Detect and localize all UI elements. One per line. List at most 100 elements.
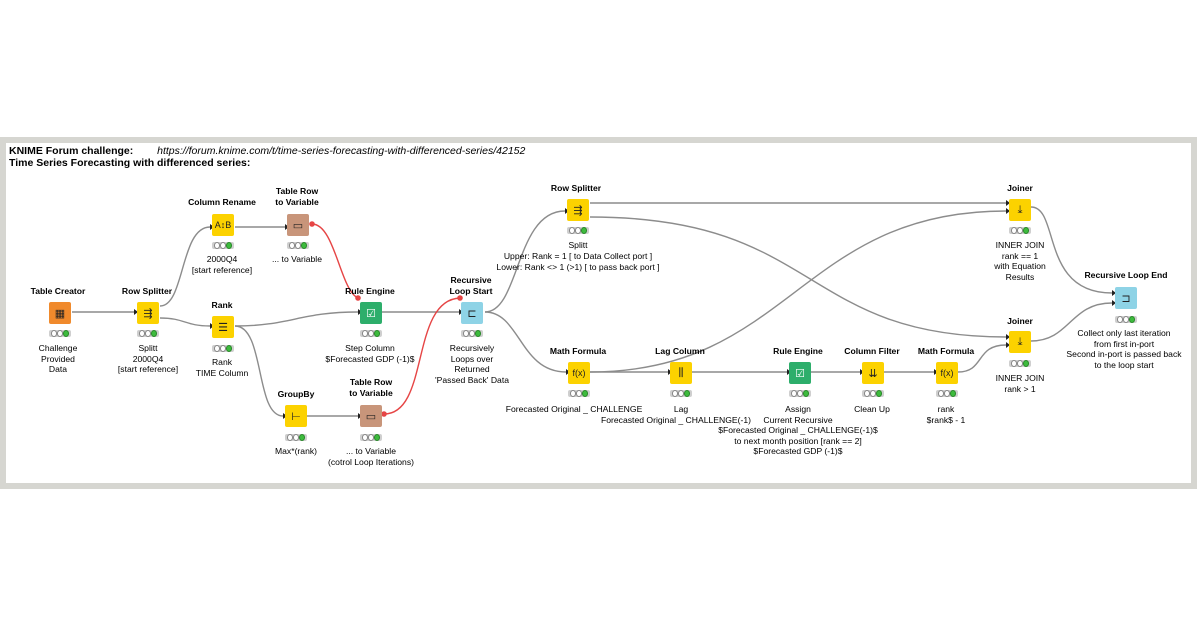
forum-url-link[interactable]: https://forum.knime.com/t/time-series-fo…: [157, 145, 526, 157]
wire-joiner1-loopend: [1030, 206, 1113, 294]
split-rows-icon: ⇶: [573, 204, 583, 217]
workflow-subtitle: Time Series Forecasting with differenced…: [9, 157, 251, 169]
node-status: [1009, 227, 1031, 234]
node-status: [360, 434, 382, 441]
node-status: [670, 390, 692, 397]
node-status: [212, 345, 234, 352]
node-title-row-splitter-2: Row Splitter: [550, 183, 602, 193]
row-to-variable-icon: ▭: [365, 410, 377, 423]
column-rename-node[interactable]: A↕B: [212, 214, 234, 236]
node-title-math-formula-2: Math Formula: [917, 346, 975, 356]
joiner-icon: ⤓: [1017, 203, 1023, 216]
math-formula-node-1[interactable]: f(x): [568, 362, 590, 384]
loop-end-icon: ⊐: [1121, 292, 1131, 305]
wire-rowsplitter-columnrename: [159, 226, 211, 307]
lag-column-icon: ⫼: [678, 366, 684, 379]
node-label-row-splitter-2: Splitt: [568, 240, 588, 250]
node-label-column-filter: Clean Up: [854, 404, 890, 414]
node-label-column-rename: 2000Q4[start reference]: [191, 254, 253, 275]
node-label-lag-column: Lag: [673, 404, 689, 414]
node-label-table-row-to-variable-2: ... to Variable(cotrol Loop Iterations): [328, 446, 414, 467]
node-title-rule-engine-2: Rule Engine: [773, 346, 823, 356]
recursive-loop-end-node[interactable]: ⊐: [1115, 287, 1137, 309]
rule-engine-node-2[interactable]: ☑: [789, 362, 811, 384]
row-to-variable-icon: ▭: [292, 219, 304, 232]
math-formula-icon: f(x): [572, 368, 586, 378]
column-filter-node[interactable]: ⇊: [862, 362, 884, 384]
rank-list-icon: ☰: [218, 321, 228, 334]
groupby-node[interactable]: ⊢: [285, 405, 307, 427]
rename-icon: A↕B: [214, 220, 232, 230]
row-splitter-node-2[interactable]: ⇶: [567, 199, 589, 221]
node-status: [568, 390, 590, 397]
node-title-rank: Rank: [211, 300, 233, 310]
table-row-to-variable-node[interactable]: ▭: [287, 214, 309, 236]
node-label-rule-engine: Step Column$Forecasted GDP (-1)$: [325, 343, 415, 364]
node-status: [862, 390, 884, 397]
node-status: [936, 390, 958, 397]
variable-wire-tablerowvar-ruleengine: [311, 223, 359, 299]
workflow-frame: [0, 137, 1197, 489]
column-filter-icon: ⇊: [868, 367, 878, 380]
node-label-lag-column-detail: Forecasted Original _ CHALLENGE(-1): [601, 415, 751, 425]
node-title-recursive-loop-end: Recursive Loop End: [1084, 270, 1168, 280]
groupby-icon: ⊢: [291, 410, 301, 423]
wire-mathformula2-joiner2: [957, 344, 1007, 373]
split-rows-icon: ⇶: [143, 307, 153, 320]
node-title-rule-engine: Rule Engine: [345, 286, 395, 296]
header-line: KNIME Forum challenge: https://forum.kni…: [9, 145, 525, 157]
rule-check-icon: ☑: [366, 307, 376, 320]
node-status: [461, 330, 483, 337]
node-title-table-creator: Table Creator: [30, 286, 86, 296]
table-row-to-variable-node-2[interactable]: ▭: [360, 405, 382, 427]
joiner-icon: ⤓: [1017, 335, 1023, 348]
node-title-joiner-2: Joiner: [1007, 316, 1033, 326]
rule-engine-node[interactable]: ☑: [360, 302, 382, 324]
recursive-loop-start-node[interactable]: ⊏: [461, 302, 483, 324]
node-status: [49, 330, 71, 337]
wire-loopstart-mathformula: [484, 311, 567, 373]
node-title-groupby: GroupBy: [277, 389, 315, 399]
node-title-column-rename: Column Rename: [188, 197, 256, 207]
node-label-row-splitter-2-lower: Lower: Rank <> 1 (>1) [ to pass back por…: [496, 262, 660, 272]
node-label-groupby: Max*(rank): [274, 446, 318, 456]
node-status: [287, 242, 309, 249]
rule-check-icon: ☑: [795, 367, 805, 380]
joiner-node-1[interactable]: ⤓: [1009, 199, 1031, 221]
node-title-column-filter: Column Filter: [844, 346, 900, 356]
wire-rank-groupby: [234, 325, 284, 417]
wire-rank-ruleengine: [234, 311, 359, 327]
wire-joiner2-loopend: [1030, 302, 1113, 342]
node-title-math-formula-1: Math Formula: [549, 346, 607, 356]
loop-start-icon: ⊏: [467, 307, 477, 320]
table-creator-node[interactable]: ▦: [49, 302, 71, 324]
node-label-math-formula-2: rank$rank$ - 1: [926, 404, 966, 425]
node-label-math-formula-1: Forecasted Original _ CHALLENGE: [505, 404, 643, 414]
joiner-node-2[interactable]: ⤓: [1009, 331, 1031, 353]
node-status: [285, 434, 307, 441]
table-grid-icon: ▦: [54, 307, 66, 320]
lag-column-node[interactable]: ⫼: [670, 362, 692, 384]
wire-rowsplitter2-joiner2: [589, 216, 1007, 338]
variable-wire-tablerowvar2-loopstart: [383, 297, 461, 415]
row-splitter-node[interactable]: ⇶: [137, 302, 159, 324]
wire-loopstart-rowsplitter2: [484, 210, 566, 313]
wire-mathformula-joiner1: [589, 210, 1007, 373]
wire-rowsplitter-rank: [159, 317, 211, 327]
math-formula-node-2[interactable]: f(x): [936, 362, 958, 384]
rank-node[interactable]: ☰: [212, 316, 234, 338]
node-label-table-row-to-variable: ... to Variable: [272, 254, 322, 264]
forum-label: KNIME Forum challenge:: [9, 145, 134, 157]
